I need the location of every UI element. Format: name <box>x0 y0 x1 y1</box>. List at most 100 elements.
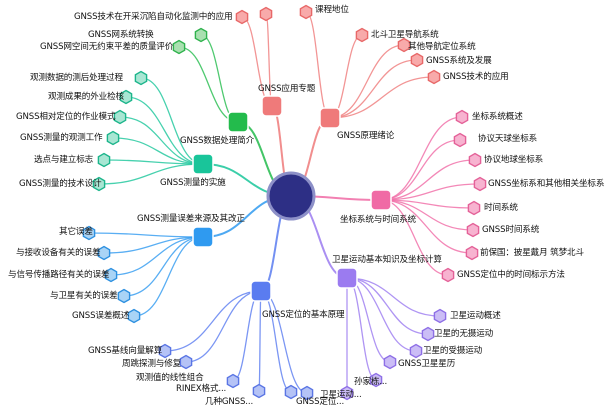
leaf-node-0-0[interactable] <box>235 9 249 25</box>
leaf-node-2-0[interactable] <box>194 27 208 43</box>
leaf-node-7-1[interactable] <box>179 354 193 370</box>
leaf-node-7-3[interactable] <box>252 383 266 399</box>
leaf-label[interactable]: 卫星运动... <box>320 390 362 400</box>
leaf-node-6-5[interactable] <box>340 385 354 401</box>
leaf-label[interactable]: GNSS时间系统 <box>482 225 540 235</box>
leaf-node-3-5[interactable] <box>92 176 106 192</box>
leaf-label[interactable]: 北斗卫星导航系统 <box>371 30 439 40</box>
leaf-node-5-2[interactable] <box>104 267 118 283</box>
leaf-label[interactable]: GNSS测量的技术设计 <box>19 179 102 189</box>
leaf-node-5-1[interactable] <box>97 245 111 261</box>
branch-label[interactable]: GNSS测量的实施 <box>160 178 226 188</box>
leaf-node-3-2[interactable] <box>113 109 127 125</box>
branch-node-4[interactable] <box>370 189 392 211</box>
leaf-label[interactable]: GNSS坐标系和其他相关坐标系 <box>488 179 605 189</box>
branch-node-1[interactable] <box>319 107 341 129</box>
leaf-node-4-4[interactable] <box>467 200 481 216</box>
leaf-label[interactable]: 观测值的线性组合 <box>136 373 204 383</box>
leaf-label[interactable]: GNSS技术在开采沉陷自动化监测中的应用 <box>74 12 233 22</box>
leaf-label[interactable]: 与接收设备有关的误差 <box>16 248 101 258</box>
leaf-node-4-0[interactable] <box>455 109 469 125</box>
leaf-node-5-3[interactable] <box>117 288 131 304</box>
leaf-label[interactable]: 协议地球坐标系 <box>484 155 544 165</box>
branch-label[interactable]: GNSS测量误差来源及其改正 <box>137 214 245 224</box>
leaf-label[interactable]: GNSS卫星星历 <box>398 359 456 369</box>
leaf-node-1-3[interactable] <box>410 52 424 68</box>
leaf-node-7-2[interactable] <box>226 373 240 389</box>
leaf-node-7-4[interactable] <box>284 384 298 400</box>
leaf-node-1-2[interactable] <box>397 37 411 53</box>
center-node[interactable] <box>266 171 316 221</box>
branch-label[interactable]: GNSS原理绪论 <box>337 131 395 141</box>
leaf-label[interactable]: 卫星的无摄运动 <box>434 329 494 339</box>
leaf-node-0-1[interactable] <box>259 6 273 22</box>
leaf-label[interactable]: 其他导航定位系统 <box>408 42 476 52</box>
leaf-node-6-3[interactable] <box>383 354 397 370</box>
leaf-label[interactable]: 协议天球坐标系 <box>478 134 538 144</box>
leaf-node-4-6[interactable] <box>465 245 479 261</box>
leaf-label[interactable]: 孙家栋... <box>354 377 388 387</box>
leaf-node-3-3[interactable] <box>106 130 120 146</box>
leaf-label[interactable]: 选点与建立标志 <box>34 155 94 165</box>
branch-label[interactable]: GNSS数据处理简介 <box>180 136 255 146</box>
leaf-label[interactable]: 观测成果的外业检核 <box>48 92 124 102</box>
leaf-label[interactable]: GNSS基线向量解算 <box>88 346 163 356</box>
branch-label[interactable]: 坐标系统与时间系统 <box>340 215 416 225</box>
leaf-label[interactable]: 卫星的受摄运动 <box>423 346 483 356</box>
leaf-label[interactable]: GNSS网系统转换 <box>88 30 154 40</box>
leaf-node-3-0[interactable] <box>134 70 148 86</box>
branch-label[interactable]: GNSS应用专题 <box>258 84 316 94</box>
leaf-node-1-4[interactable] <box>427 69 441 85</box>
leaf-node-6-2[interactable] <box>409 343 423 359</box>
leaf-node-6-4[interactable] <box>369 372 383 388</box>
leaf-label[interactable]: RINEX格式... <box>176 384 227 394</box>
leaf-node-6-0[interactable] <box>433 308 447 324</box>
leaf-label[interactable]: 与卫星有关的误差 <box>50 291 118 301</box>
leaf-label[interactable]: 课程地位 <box>315 5 349 15</box>
leaf-link-5-3 <box>123 236 204 297</box>
leaf-node-3-1[interactable] <box>119 89 133 105</box>
leaf-link-4-1 <box>380 139 461 201</box>
leaf-label[interactable]: GNSS系统及发展 <box>426 56 492 66</box>
leaf-label[interactable]: GNSS测量的观测工作 <box>20 133 103 143</box>
leaf-label[interactable]: 几种GNSS... <box>205 397 254 407</box>
branch-node-3[interactable] <box>192 153 214 175</box>
branch-node-5[interactable] <box>192 226 214 248</box>
leaf-label[interactable]: 前保国：披星戴月 筑梦北斗 <box>480 248 584 258</box>
leaf-node-2-1[interactable] <box>172 39 186 55</box>
leaf-label[interactable]: GNSS定位中的时间标示方法 <box>457 270 565 280</box>
leaf-label[interactable]: 时间系统 <box>484 203 518 213</box>
leaf-node-7-0[interactable] <box>158 343 172 359</box>
leaf-node-4-7[interactable] <box>441 267 455 283</box>
leaf-label[interactable]: GNSS定位... <box>296 397 345 407</box>
leaf-link-2-1 <box>178 46 239 123</box>
leaf-node-4-3[interactable] <box>473 176 487 192</box>
leaf-node-1-0[interactable] <box>299 4 313 20</box>
leaf-label[interactable]: GNSS误差概述 <box>72 311 130 321</box>
leaf-label[interactable]: 观测数据的测后处理过程 <box>30 73 123 83</box>
leaf-label[interactable]: 与信号传播路径有关的误差 <box>8 270 110 280</box>
leaf-node-3-4[interactable] <box>97 152 111 168</box>
leaf-node-4-2[interactable] <box>468 152 482 168</box>
branch-node-0[interactable] <box>261 95 283 117</box>
leaf-label[interactable]: 卫星运动概述 <box>450 311 501 321</box>
branch-node-6[interactable] <box>336 267 358 289</box>
branch-node-7[interactable] <box>250 280 272 302</box>
branch-label[interactable]: GNSS定位的基本原理 <box>262 310 345 320</box>
leaf-label[interactable]: 坐标系统概述 <box>472 112 523 122</box>
leaf-node-5-0[interactable] <box>82 225 96 241</box>
branch-label[interactable]: 卫星运动基本知识及坐标计算 <box>332 255 442 265</box>
leaf-node-4-1[interactable] <box>453 132 467 148</box>
leaf-label[interactable]: 周跳探测与修复 <box>122 359 182 369</box>
leaf-node-6-1[interactable] <box>421 326 435 342</box>
leaf-node-4-5[interactable] <box>466 222 480 238</box>
leaf-label[interactable]: 其它误差 <box>59 227 93 237</box>
leaf-node-1-1[interactable] <box>355 27 369 43</box>
leaf-label[interactable]: GNSS相对定位的作业模式 <box>16 112 116 122</box>
leaf-node-7-5[interactable] <box>300 385 314 401</box>
leaf-label[interactable]: GNSS网空间无约束平差的质量评价 <box>40 42 174 52</box>
branch-node-2[interactable] <box>227 111 249 133</box>
leaf-label[interactable]: GNSS技术的应用 <box>443 72 509 82</box>
leaf-node-5-4[interactable] <box>127 308 141 324</box>
leaf-link-1-4 <box>329 76 435 119</box>
